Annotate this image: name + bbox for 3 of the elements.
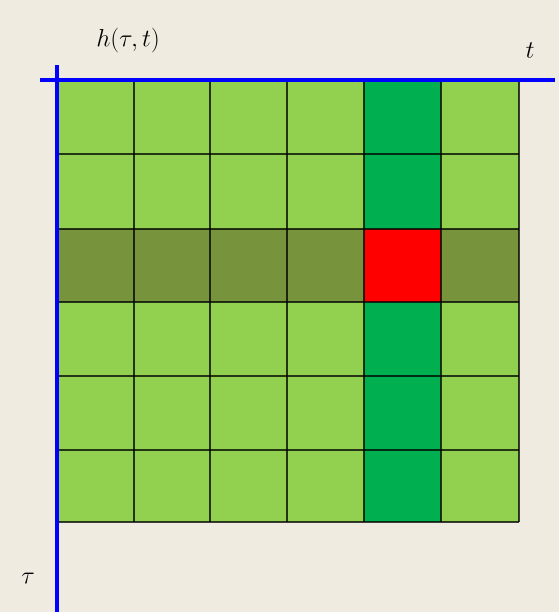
axis-label: $h(\tau,t)$ (98, 28, 158, 52)
axis-label: $\tau$ (22, 572, 34, 584)
axis-label: $t$ (526, 42, 534, 58)
